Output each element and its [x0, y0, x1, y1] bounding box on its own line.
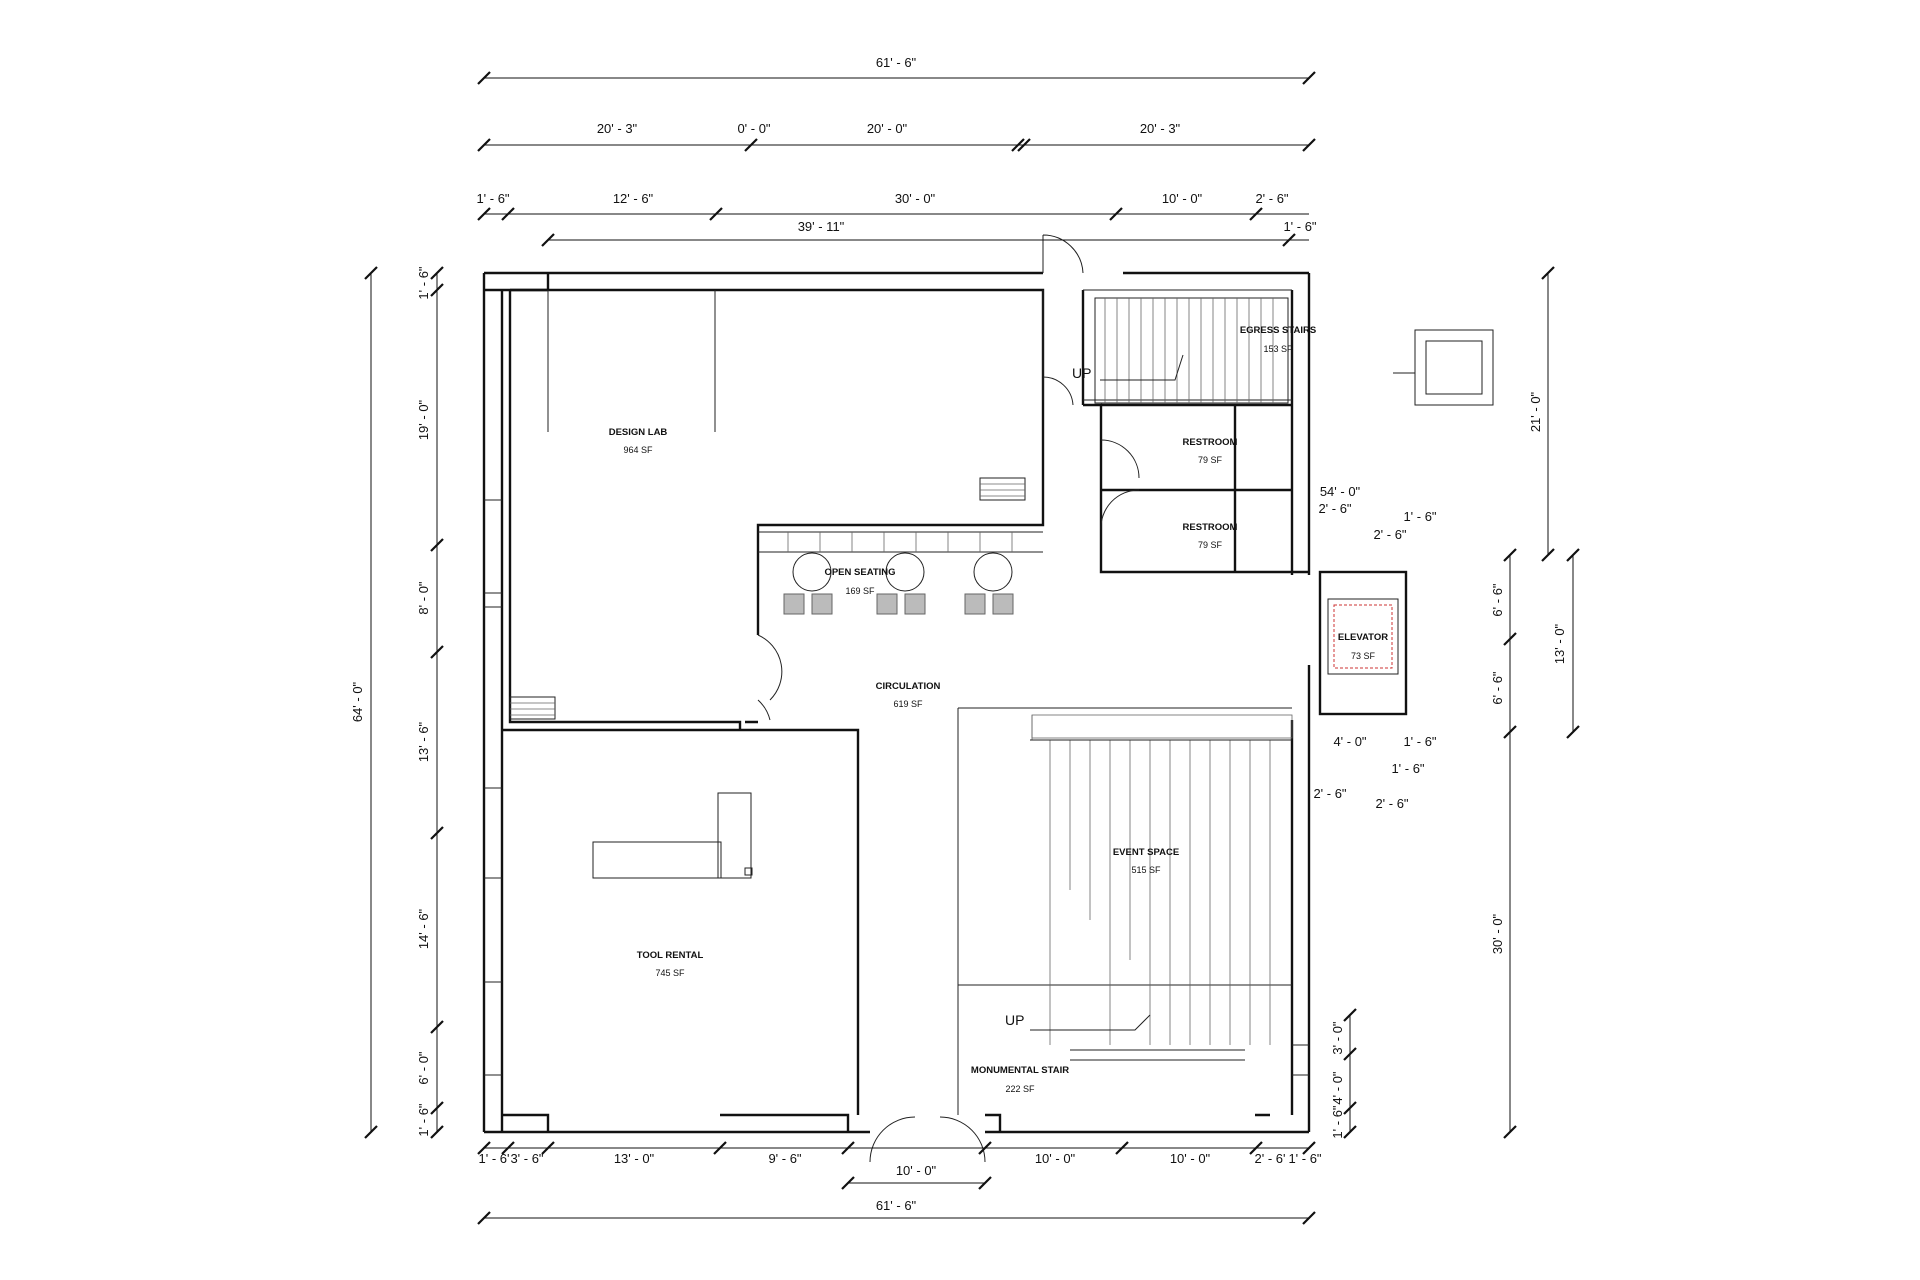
dim-bottom-row1: 13' - 0" — [614, 1151, 655, 1166]
room-area-tool-rental: 745 SF — [655, 968, 685, 978]
seating-stool — [876, 593, 898, 615]
dim-top-row3: 30' - 0" — [895, 191, 936, 206]
dim-top-row2: 20' - 0" — [867, 121, 908, 136]
dim-left-segment: 6' - 0" — [416, 1051, 431, 1084]
dim-left-segment: 19' - 0" — [416, 399, 431, 440]
dim-top-row3: 12' - 6" — [613, 191, 654, 206]
dim-bottom-row1: 2' - 6' — [1255, 1151, 1286, 1166]
dim-bottom-row1: 1' - 6' — [479, 1151, 510, 1166]
dim-left-segment: 8' - 0" — [416, 581, 431, 614]
dim-left-segment: 1' - 6" — [416, 1103, 431, 1136]
dim-right-lower: 30' - 0" — [1490, 913, 1505, 954]
seating-stool — [904, 593, 926, 615]
dim-elevator-bottom: 2' - 6" — [1375, 796, 1408, 811]
room-labels: DESIGN LAB 964 SF OPEN SEATING 169 SF CI… — [609, 325, 1389, 1094]
room-area-monumental-stair: 222 SF — [1005, 1084, 1035, 1094]
seating-table — [792, 552, 832, 592]
room-area-restroom-1: 79 SF — [1198, 455, 1223, 465]
seating-furniture — [783, 552, 1014, 615]
seating-stool — [964, 593, 986, 615]
dim-right-elevator: 13' - 0" — [1552, 623, 1567, 664]
fixtures — [509, 329, 1494, 879]
dim-elevator-bottom: 2' - 6" — [1313, 786, 1346, 801]
dim-bottom-row1: 1' - 6" — [1288, 1151, 1321, 1166]
room-area-circulation: 619 SF — [893, 699, 923, 709]
room-label-open-seating: OPEN SEATING — [824, 567, 895, 578]
seating-stool — [992, 593, 1014, 615]
dim-elevator-bottom: 1' - 6" — [1391, 761, 1424, 776]
dim-top-row4: 1' - 6" — [1283, 219, 1316, 234]
dim-elevator-bottom: 4' - 0" — [1333, 734, 1366, 749]
dim-top-row2: 20' - 3" — [1140, 121, 1181, 136]
dim-left-overall: 64' - 0" — [350, 681, 365, 722]
dim-elevator-top: 2' - 6" — [1373, 527, 1406, 542]
room-label-event-space: EVENT SPACE — [1113, 847, 1179, 858]
seating-stool — [811, 593, 833, 615]
dim-left-segment: 14' - 6" — [416, 908, 431, 949]
room-label-egress-stairs: EGRESS STAIRS — [1240, 325, 1316, 336]
dim-bottom-door: 10' - 0" — [896, 1163, 937, 1178]
dim-top-overall: 61' - 6" — [876, 55, 917, 70]
dim-right-stair: 1' - 6" — [1330, 1105, 1345, 1138]
dim-bottom-row1: 3' - 6" — [510, 1151, 543, 1166]
dimension-labels: 61' - 6" 20' - 3" 0' - 0" 20' - 0" 20' -… — [350, 55, 1567, 1213]
dim-top-row2: 20' - 3" — [597, 121, 638, 136]
room-label-elevator: ELEVATOR — [1338, 632, 1388, 643]
dim-right-stair: 3' - 0" — [1330, 1021, 1345, 1054]
monumental-stair-treads — [1030, 714, 1293, 1061]
dim-elevator-top: 2' - 6" — [1318, 501, 1351, 516]
room-area-restroom-2: 79 SF — [1198, 540, 1223, 550]
room-label-tool-rental: TOOL RENTAL — [637, 950, 704, 961]
room-label-restroom-1: RESTROOM — [1183, 437, 1238, 448]
dim-right-elevator-part: 6' - 6" — [1490, 583, 1505, 616]
dim-top-row2: 0' - 0" — [737, 121, 770, 136]
dim-top-row3: 2' - 6" — [1255, 191, 1288, 206]
room-label-monumental-stair: MONUMENTAL STAIR — [971, 1065, 1069, 1076]
dim-top-row3: 10' - 0" — [1162, 191, 1203, 206]
dim-bottom-overall: 61' - 6" — [876, 1198, 917, 1213]
up-marker-monumental: UP — [1005, 1012, 1024, 1028]
seating-table — [885, 552, 925, 592]
dim-top-row4: 39' - 11" — [798, 219, 845, 234]
dim-elevator-top: 1' - 6" — [1403, 509, 1436, 524]
dim-right-upper: 21' - 0" — [1528, 391, 1543, 432]
room-area-egress-stairs: 153 SF — [1263, 344, 1293, 354]
dim-elevator-top: 54' - 0" — [1320, 484, 1361, 499]
dim-elevator-bottom: 1' - 6" — [1403, 734, 1436, 749]
dim-bottom-row1: 10' - 0" — [1170, 1151, 1211, 1166]
dim-right-stair: 4' - 0" — [1330, 1071, 1345, 1104]
dim-bottom-row1: 9' - 6" — [768, 1151, 801, 1166]
seating-stool — [783, 593, 805, 615]
room-label-restroom-2: RESTROOM — [1183, 522, 1238, 533]
room-label-circulation: CIRCULATION — [876, 681, 941, 692]
egress-stair-treads — [1094, 297, 1289, 404]
dim-right-elevator-part: 6' - 6" — [1490, 671, 1505, 704]
room-area-event-space: 515 SF — [1131, 865, 1161, 875]
room-area-open-seating: 169 SF — [845, 586, 875, 596]
room-label-design-lab: DESIGN LAB — [609, 427, 668, 438]
seating-table — [973, 552, 1013, 592]
dim-left-segment: 1' - 6" — [416, 266, 431, 299]
interior-walls — [502, 288, 1309, 1115]
room-area-design-lab: 964 SF — [623, 445, 653, 455]
room-area-elevator: 73 SF — [1351, 651, 1376, 661]
up-marker-egress: UP — [1072, 365, 1091, 381]
dim-left-segment: 13' - 6" — [416, 721, 431, 762]
dim-bottom-row1: 10' - 0" — [1035, 1151, 1076, 1166]
exterior-walls — [482, 271, 1311, 1134]
dimension-lines — [364, 71, 1580, 1225]
dim-top-row3: 1' - 6" — [476, 191, 509, 206]
doors — [757, 234, 1140, 1163]
